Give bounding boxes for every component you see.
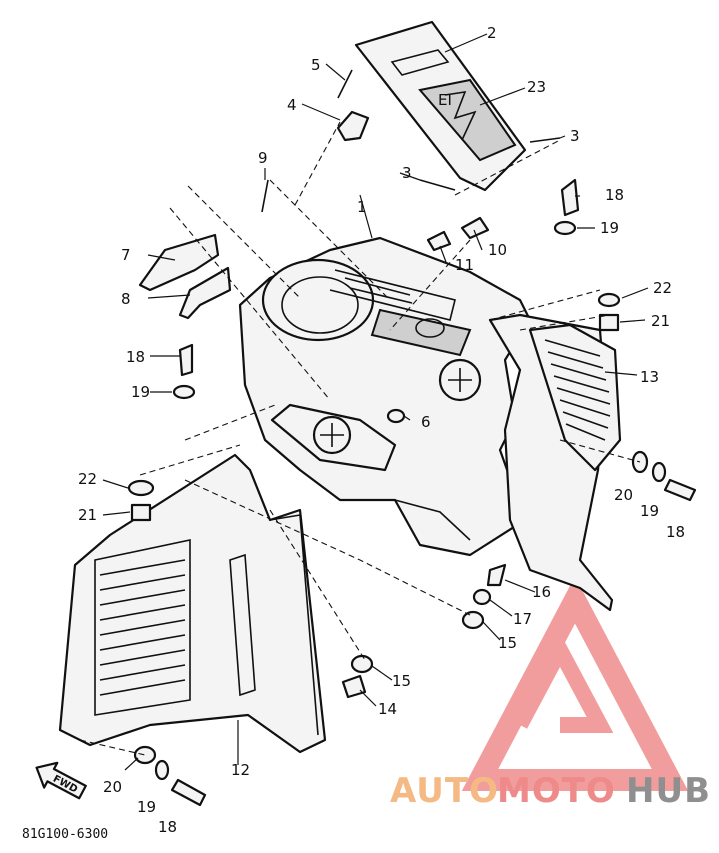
part-4-clip xyxy=(336,110,370,142)
part-3-pins xyxy=(419,137,561,191)
callout-22: 22 xyxy=(653,279,672,297)
callout-3: 3 xyxy=(402,164,412,182)
callout-3: 3 xyxy=(570,127,580,145)
callout-15: 15 xyxy=(392,672,411,690)
callout-23: 23 xyxy=(527,78,546,96)
part-13-right-panel xyxy=(488,313,622,612)
part-9-screw xyxy=(261,179,269,213)
part-1-front-cover xyxy=(238,236,532,557)
callout-19: 19 xyxy=(131,383,150,401)
callout-16: 16 xyxy=(532,583,551,601)
callout-19: 19 xyxy=(600,219,619,237)
callout-18: 18 xyxy=(126,348,145,366)
callout-9: 9 xyxy=(258,149,268,167)
callout-18: 18 xyxy=(158,818,177,836)
part-2-top-cover: EI xyxy=(354,20,527,192)
callout-21: 21 xyxy=(651,312,670,330)
callout-12: 12 xyxy=(231,761,250,779)
watermark-hub: HUB xyxy=(626,771,711,811)
callout-1: 1 xyxy=(357,198,367,216)
callout-2: 2 xyxy=(487,24,497,42)
watermark-logo xyxy=(461,576,689,791)
callout-11: 11 xyxy=(455,256,474,274)
callout-4: 4 xyxy=(287,96,297,114)
part-8-bracket xyxy=(178,266,232,320)
callout-10: 10 xyxy=(488,241,507,259)
watermark-auto: AUTO xyxy=(390,771,499,811)
watermark-text: AUTO MOTO HUB xyxy=(390,771,711,811)
callout-5: 5 xyxy=(311,56,321,74)
part-12-left-panel xyxy=(58,453,327,754)
callout-19: 19 xyxy=(137,798,156,816)
callout-19: 19 xyxy=(640,502,659,520)
callout-22: 22 xyxy=(78,470,97,488)
callout-17: 17 xyxy=(513,610,532,628)
callout-18: 18 xyxy=(605,186,624,204)
forward-direction-arrow: FWD xyxy=(35,761,87,800)
callout-20: 20 xyxy=(614,486,633,504)
callout-numbers: 1 2 3 3 4 5 6 7 8 9 10 11 12 13 14 15 15… xyxy=(78,24,685,836)
callout-7: 7 xyxy=(121,246,131,264)
watermark-moto: MOTO xyxy=(497,771,616,811)
callout-18: 18 xyxy=(666,523,685,541)
part-10-11-clips xyxy=(426,216,490,252)
callout-8: 8 xyxy=(121,290,131,308)
callout-21: 21 xyxy=(78,506,97,524)
callout-6: 6 xyxy=(421,413,431,431)
callout-13: 13 xyxy=(640,368,659,386)
callout-14: 14 xyxy=(378,700,397,718)
fasteners xyxy=(127,178,697,807)
drawing-code: 81G100-6300 xyxy=(22,827,108,842)
leader-lines xyxy=(79,33,649,771)
callout-15: 15 xyxy=(498,634,517,652)
svg-text:EI: EI xyxy=(438,91,452,109)
callout-20: 20 xyxy=(103,778,122,796)
part-7-bracket xyxy=(138,233,220,292)
part-5-screw xyxy=(337,69,353,99)
